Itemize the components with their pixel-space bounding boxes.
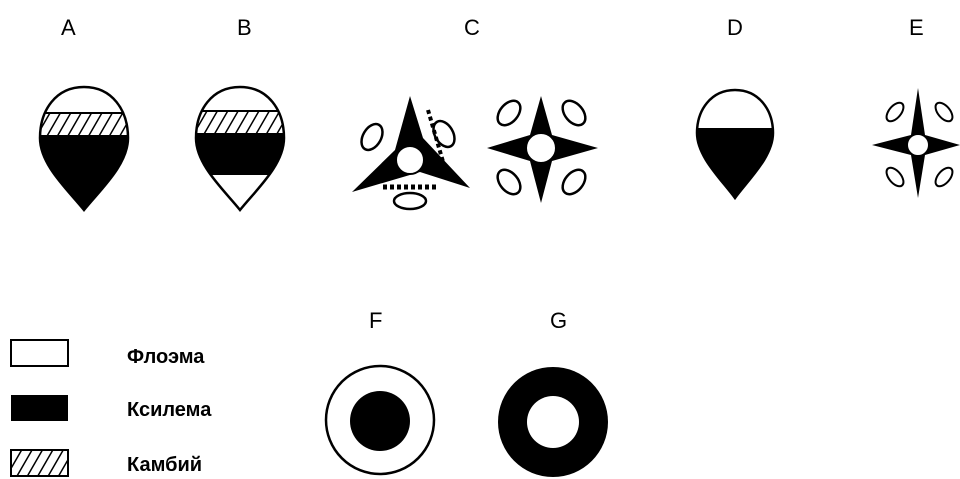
bundle-e-radial [872, 88, 960, 198]
bundle-a-collateral [30, 80, 140, 225]
bundle-c-radial-tetrarch [487, 96, 598, 203]
legend-cambium-swatch [11, 450, 68, 476]
bundle-f-amphicribral [326, 366, 434, 474]
bundle-g-amphivasal [498, 367, 608, 477]
legend-xylem-swatch [11, 395, 68, 421]
bundle-b-bicollateral [186, 80, 296, 220]
bundle-d-closed-collateral [690, 85, 780, 208]
bundle-c-radial-triarch [352, 96, 470, 209]
legend-phloem-swatch [11, 340, 68, 366]
